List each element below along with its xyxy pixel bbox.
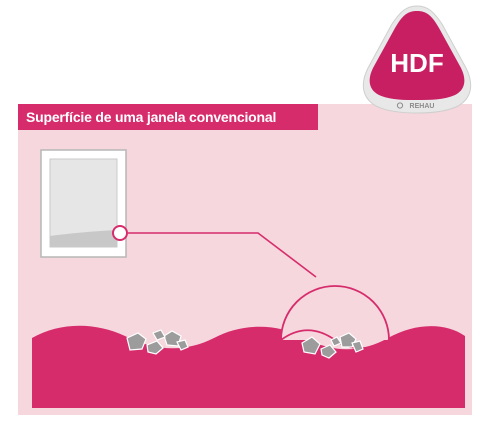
window-icon — [40, 149, 127, 258]
dirt-particles — [126, 329, 189, 355]
diagram-title: Superfície de uma janela convencional — [18, 104, 318, 130]
badge-label: HDF — [390, 48, 443, 78]
dirt-particles-zoom — [301, 332, 364, 359]
callout-point — [112, 225, 128, 241]
callout-line — [128, 232, 317, 278]
badge-brand: REHAU — [410, 103, 435, 110]
hdf-badge: HDF REHAU — [362, 5, 472, 114]
magnifier-circle — [280, 285, 390, 341]
surface-wave — [32, 325, 465, 408]
